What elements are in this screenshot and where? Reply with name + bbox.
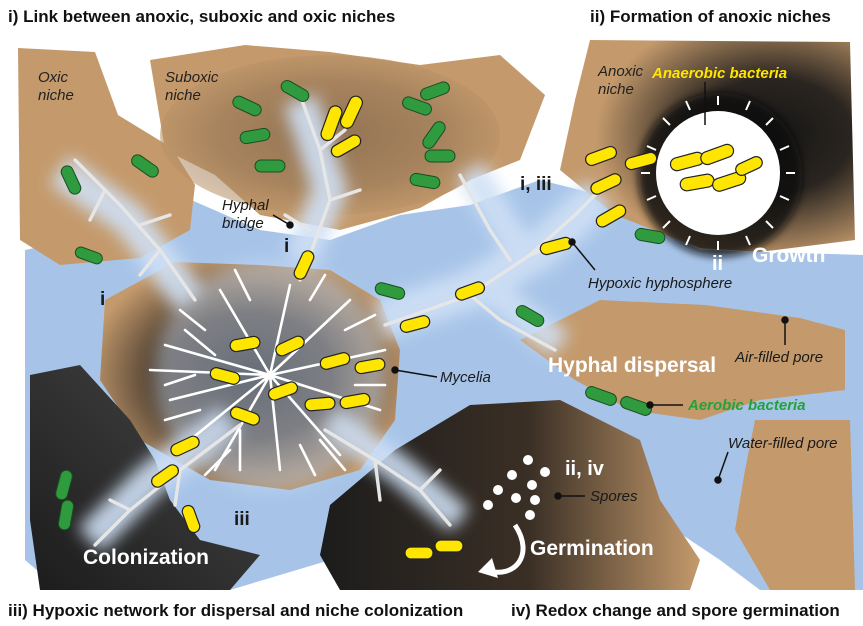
colonization-label: Colonization [83,546,209,569]
oxic-label-2: niche [38,87,74,104]
hyphal-bridge-label-1: Hyphal [222,197,269,214]
suboxic-label-2: niche [165,87,201,104]
numeral-ii-iv: ii, iv [565,458,605,480]
anoxic-label-2: niche [598,81,634,98]
numeral-i-left: i [100,289,105,310]
hyphal-dispersal-label: Hyphal dispersal [548,354,716,377]
growth-label: Growth [752,244,826,267]
spores-label: Spores [590,488,638,505]
oxic-label-1: Oxic [38,69,69,86]
heading-anoxic-formation: ii) Formation of anoxic niches [590,7,831,26]
heading-link-niches: i) Link between anoxic, suboxic and oxic… [8,7,395,26]
heading-hypoxic-network: iii) Hypoxic network for dispersal and n… [8,601,463,620]
germination-label: Germination [530,537,654,560]
numeral-i-bridge: i [284,236,289,257]
aerobic-bacteria-label: Aerobic bacteria [687,397,806,414]
numeral-ii: ii [712,253,723,275]
mycelia-label: Mycelia [440,369,491,386]
hypoxic-hyphosphere-label: Hypoxic hyphosphere [588,275,732,292]
numeral-iii: iii [234,509,250,530]
numeral-i-iii: i, iii [520,174,552,195]
water-filled-pore-label: Water-filled pore [728,435,838,452]
anoxic-label-1: Anoxic [597,63,644,80]
anaerobic-bacteria-label: Anaerobic bacteria [651,65,787,82]
anaerobic-colony [656,111,780,235]
air-filled-pore-label: Air-filled pore [734,349,823,366]
suboxic-label-1: Suboxic [165,69,219,86]
heading-redox-germination: iv) Redox change and spore germination [511,601,840,620]
hyphal-bridge-label-2: bridge [222,215,264,232]
